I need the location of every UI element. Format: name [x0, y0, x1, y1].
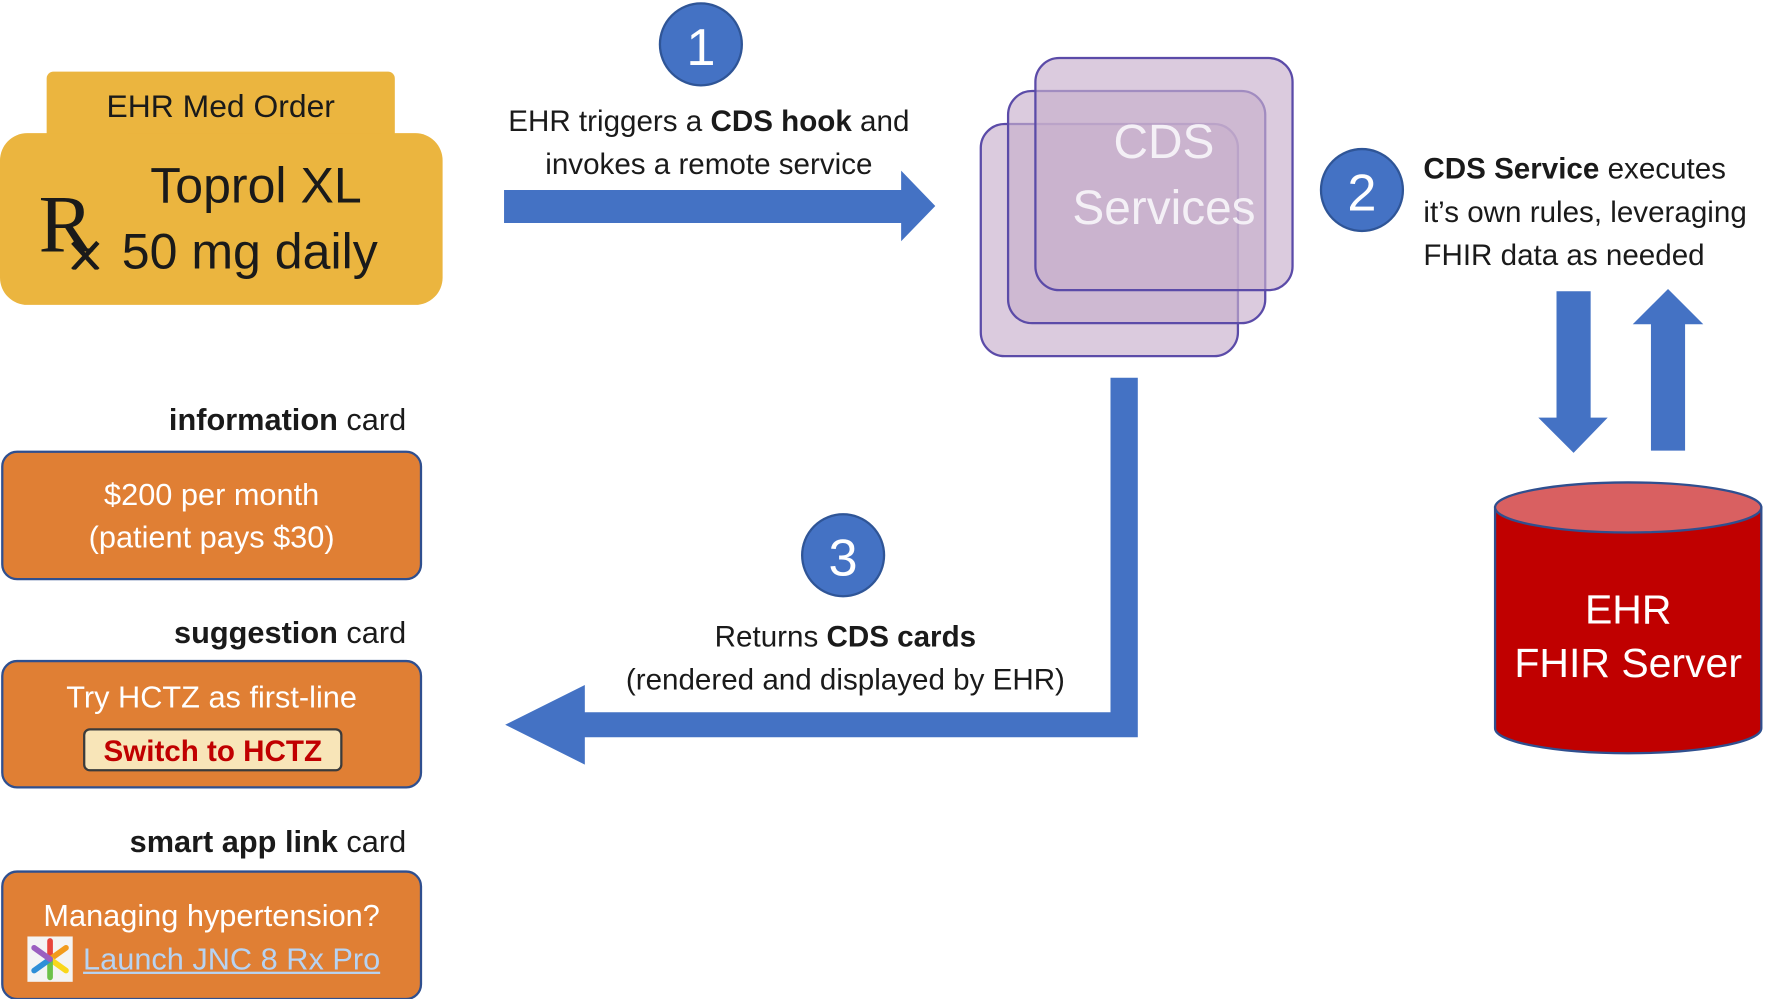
suggestion-card-line1: Try HCTZ as first-line	[66, 680, 357, 715]
step-1-circle: 1	[658, 2, 743, 87]
med-order-tab: EHR Med Order	[46, 71, 395, 143]
launch-app-link[interactable]: Launch JNC 8 Rx Pro	[83, 942, 381, 977]
step-1-caption: EHR triggers a CDS hook and invokes a re…	[508, 103, 910, 181]
cds-service-card-front	[1034, 56, 1294, 292]
arrow-down-to-server	[1538, 291, 1608, 453]
switch-to-hctz-button[interactable]: Switch to HCTZ	[83, 728, 343, 772]
med-dose: 50 mg daily	[121, 224, 378, 280]
smart-app-link-card-line1: Managing hypertension?	[43, 898, 380, 933]
smart-app-link-card: Managing hypertension? Launch JNC 8 Rx P…	[1, 870, 423, 999]
step-3-caption: Returns CDS cards (rendered and displaye…	[625, 618, 1065, 697]
med-order-tab-label: EHR Med Order	[106, 88, 335, 125]
arrow-step-1	[504, 170, 936, 242]
rx-icon: R	[39, 179, 100, 270]
smart-app-link-card-title: smart app link card	[129, 824, 407, 860]
med-drug-name: Toprol XL	[150, 158, 362, 214]
step-2-circle: 2	[1319, 147, 1405, 233]
arrow-up-from-server	[1632, 289, 1704, 451]
step-2-caption: CDS Service executes it’s own rules, lev…	[1423, 151, 1747, 272]
med-order-box: R Toprol XL 50 mg daily	[0, 133, 443, 305]
fhir-server-label: EHR FHIR Server	[1514, 585, 1742, 687]
arrow-step-3	[505, 377, 1138, 765]
step-3-circle: 3	[801, 513, 886, 598]
information-card-line1: $200 per month	[104, 477, 320, 513]
fhir-server-cylinder	[1493, 481, 1763, 755]
information-card: $200 per month (patient pays $30)	[1, 450, 423, 581]
suggestion-card-title: suggestion card	[174, 615, 407, 650]
cds-services-label: CDS Services	[1072, 114, 1256, 235]
suggestion-card: Try HCTZ as first-line Switch to HCTZ	[1, 659, 423, 789]
app-logo-icon	[27, 936, 73, 982]
information-card-title: information card	[168, 402, 407, 437]
information-card-line2: (patient pays $30)	[88, 519, 335, 555]
